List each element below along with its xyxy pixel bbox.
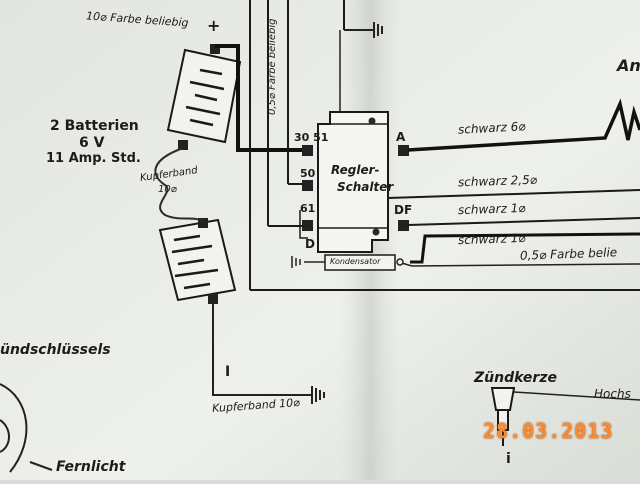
battery-minus-marker: I [225,364,231,380]
battery-1-minus-terminal [178,140,188,150]
kupferband-bridge-size: 10⌀ [158,184,177,195]
capacitor-label: Kondensator [330,257,381,266]
battery-heading-2: 6 V [79,135,105,151]
hochs-label: Hochs [594,387,631,401]
capacitor-terminal [396,258,404,266]
battery-plus-wire [215,44,308,152]
wire-schwarz-2-5 [387,189,640,199]
regulator-title-2: Schalter [337,180,394,194]
spark-plug [490,387,516,446]
battery-plus-label: + [207,16,221,35]
battery-2 [158,218,237,302]
ground-symbol-top [373,22,383,38]
bundle-wire-61 [299,210,308,239]
regulator-screw-bottom [372,228,380,236]
battery-1-plus-terminal [210,44,220,54]
kupferband-bridge [154,147,204,223]
terminal-d-label: D [305,237,315,251]
terminal-a-label: A [396,130,406,144]
battery-2-top-terminal [198,218,208,228]
battery-2-bottom-terminal [208,294,218,304]
spark-plug-label: Zündkerze [474,370,557,386]
terminal-30-51 [302,145,313,156]
wire-schwarz-1-lower [410,232,640,264]
terminal-50-label: 50 [300,167,316,180]
wire-0-5-label: 0,5⌀ Farbe belie [519,245,618,263]
wire-schwarz-1-lower-label: schwarz 1⌀ [457,230,526,248]
wire-a-schwarz-6 [407,98,640,152]
hochspannung-wire [513,391,640,401]
terminal-df-label: DF [394,203,413,217]
regulator-screw-top [368,117,376,125]
ignition-switch-label: ündschlüssels [0,342,111,358]
top-right-label: An [617,56,640,75]
regulator-switch [317,111,389,253]
ground-symbol-capacitor [291,256,301,268]
wire-schwarz-1-label: schwarz 1⌀ [457,200,526,218]
terminal-d [302,220,313,231]
wire-schwarz-2-5-label: schwarz 2,5⌀ [457,172,538,190]
battery-1 [166,48,242,144]
high-beam-label: Fernlicht [56,459,126,475]
spark-plug-bottom-label: i [506,451,511,467]
terminal-30-51-label: 30 51 [294,131,329,144]
terminal-a [398,145,409,156]
terminal-61-label: 61 [300,202,316,215]
terminal-df [398,220,409,231]
photo-date-stamp: 28.03.2013 [483,419,614,443]
ground-wire [212,302,312,396]
wire-schwarz-6-label: schwarz 6⌀ [457,119,526,137]
battery-heading-1: 2 Batterien [50,118,139,134]
ground-symbol-battery [311,386,325,404]
wire-df-schwarz-1 [407,217,640,226]
battery-heading-3: 11 Amp. Std. [46,151,141,166]
terminal-50 [302,180,313,191]
ignition-switch-symbol [0,383,53,473]
regulator-title-1: Regler- [331,163,380,177]
feed-wire-label: 0,5⌀ Farbe beliebig [267,18,278,115]
